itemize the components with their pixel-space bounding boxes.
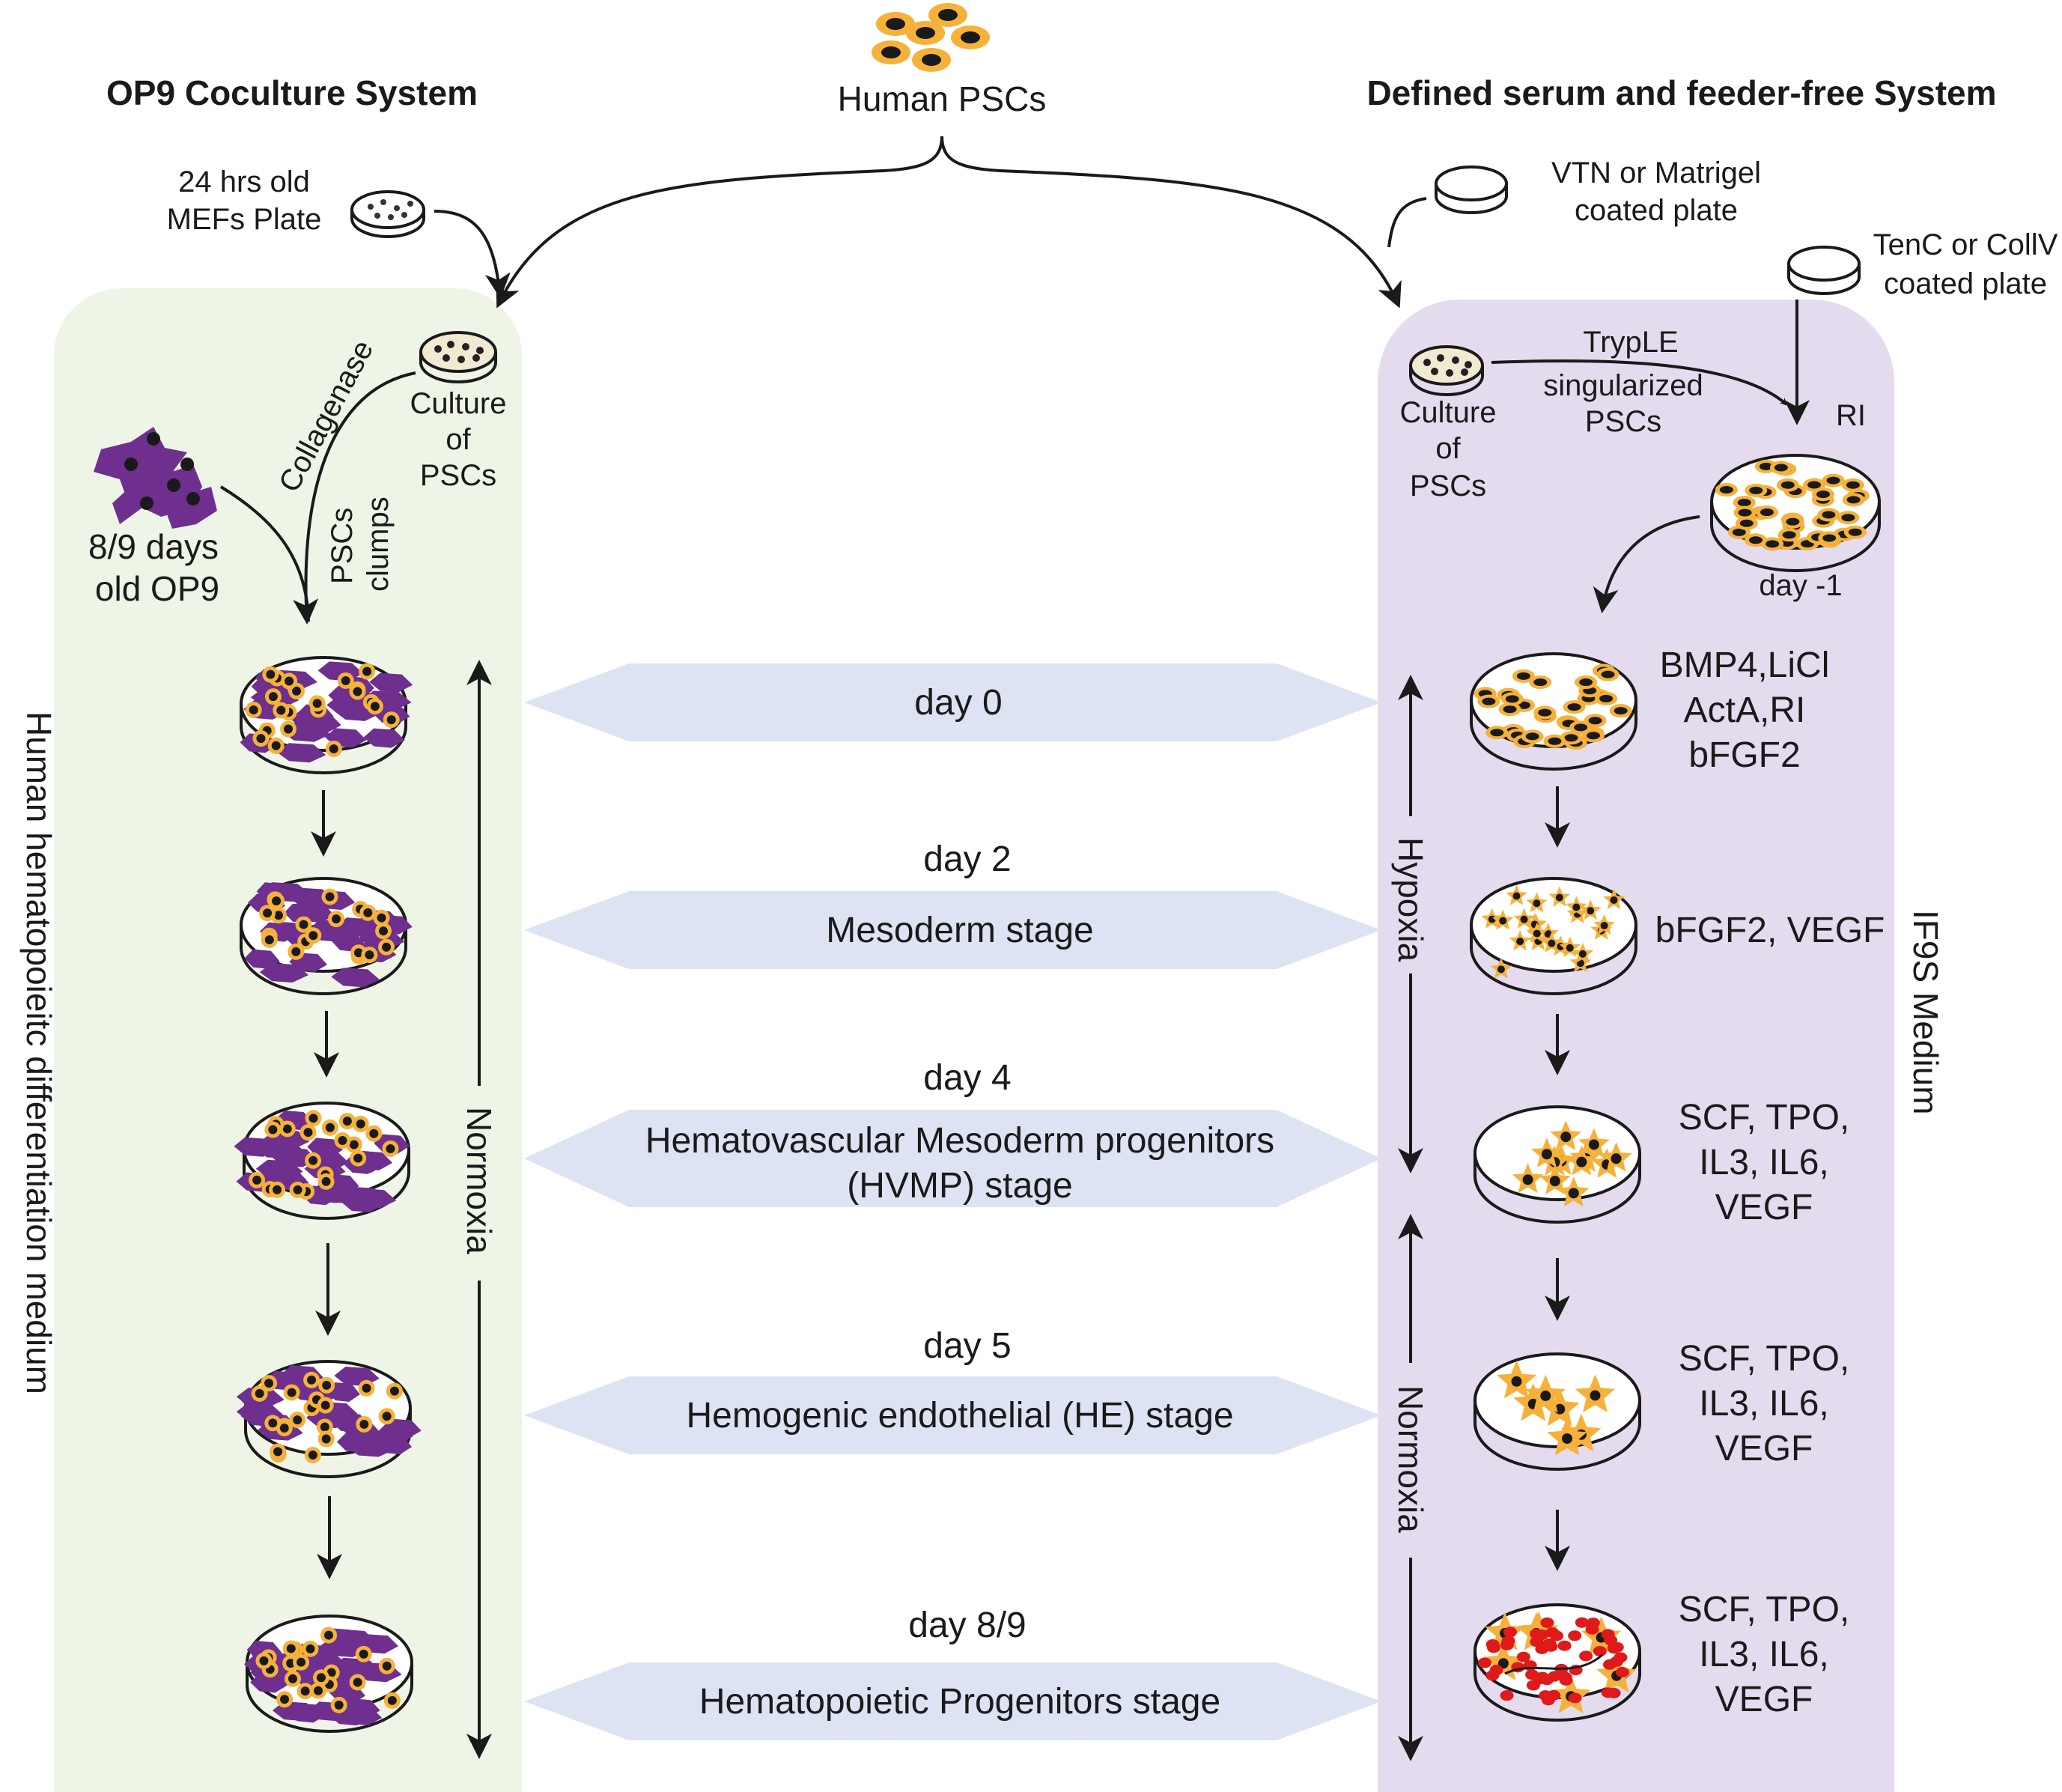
tryple-label-1: TrypLE <box>1583 326 1678 359</box>
right-side-label: IF9S Medium <box>1906 910 1945 1115</box>
clumps-label-2: clumps <box>362 496 395 592</box>
mefs-arrow <box>434 210 511 299</box>
right-dishes <box>1470 652 1641 1722</box>
right-culture-label-2: of <box>1435 432 1461 465</box>
factor-3-2: VEGF <box>1715 1429 1813 1468</box>
tryple-label-3: PSCs <box>1585 405 1661 438</box>
stage-day-1: day 2 <box>923 839 1011 879</box>
vtn-label-2: coated plate <box>1575 194 1738 227</box>
factor-1-0: bFGF2, VEGF <box>1655 911 1885 950</box>
day-minus1-label: day -1 <box>1759 569 1842 602</box>
op9-label-1: 8/9 days <box>88 527 219 566</box>
left-dishes <box>234 656 422 1733</box>
op9-arrow <box>219 485 310 622</box>
left-culture-dish-icon <box>419 331 497 383</box>
stage-bands: day 0 day 2 Mesoderm stage day 4 Hematovascu… <box>524 663 1381 1740</box>
right-culture-label-3: PSCs <box>1410 470 1486 502</box>
right-dish-3 <box>1473 1105 1641 1224</box>
left-normoxia-label: Normoxia <box>460 1107 499 1254</box>
right-dish-5 <box>1473 1603 1641 1722</box>
left-culture-label-3: PSCs <box>420 459 496 492</box>
left-dish-4 <box>236 1360 422 1478</box>
stage-name-3-0: Hemogenic endothelial (HE) stage <box>686 1396 1233 1436</box>
stage-name-2-0: Hematovascular Mesoderm progenitors <box>645 1121 1274 1161</box>
left-dish-5 <box>243 1615 413 1733</box>
factor-2-1: IL3, IL6, <box>1699 1143 1828 1182</box>
day-minus1-dish-icon <box>1710 454 1881 572</box>
stage-day-4: day 8/9 <box>908 1606 1026 1645</box>
right-culture-label-1: Culture <box>1400 396 1497 429</box>
stage-day-2: day 4 <box>923 1058 1011 1098</box>
stage-day-0: day 0 <box>914 683 1002 723</box>
factor-4-2: VEGF <box>1715 1680 1813 1719</box>
stage-band-3 <box>524 1376 1381 1454</box>
stage-name-2-1: (HVMP) stage <box>847 1166 1072 1206</box>
right-title: Defined serum and feeder-free System <box>1366 73 1996 112</box>
stage-band-2 <box>524 1110 1381 1207</box>
left-culture-label-2: of <box>445 423 471 456</box>
mefs-plate-icon <box>350 190 425 238</box>
left-title: OP9 Coculture System <box>106 73 478 112</box>
op9-cells-icon <box>94 427 217 529</box>
ri-label: RI <box>1836 399 1866 432</box>
left-dish-1 <box>240 656 413 774</box>
tryple-arrow <box>1491 359 1788 406</box>
brace-left-arrow <box>496 136 943 309</box>
factor-0-2: bFGF2 <box>1688 735 1800 775</box>
op9-label-2: old OP9 <box>95 569 219 608</box>
mefs-label-2: MEFs Plate <box>167 203 322 236</box>
factor-3-0: SCF, TPO, <box>1679 1339 1850 1379</box>
right-panel-bottom <box>1378 1348 1894 1792</box>
clumps-label-1: PSCs <box>326 508 359 584</box>
factor-4-0: SCF, TPO, <box>1679 1590 1850 1629</box>
day-minus1-arrow <box>1593 515 1700 613</box>
collagenase-arrow <box>293 371 416 625</box>
vtn-label-1: VTN or Matrigel <box>1551 157 1761 189</box>
stage-name-1-0: Mesoderm stage <box>826 911 1094 950</box>
tenc-plate-icon <box>1787 246 1861 295</box>
tenc-label-2: coated plate <box>1884 267 2047 300</box>
factor-2-2: VEGF <box>1715 1188 1813 1227</box>
stage-name-4-0: Hematopoietic Progenitors stage <box>699 1682 1220 1722</box>
left-side-label: Human hematopoieitc differentiation medi… <box>19 711 58 1394</box>
center-title: Human PSCs <box>838 79 1047 118</box>
factor-2-0: SCF, TPO, <box>1679 1098 1850 1138</box>
factor-3-1: IL3, IL6, <box>1699 1384 1828 1424</box>
mefs-label-1: 24 hrs old <box>178 165 310 198</box>
tryple-label-2: singularized <box>1543 369 1703 402</box>
factor-0-1: ActA,RI <box>1684 690 1806 730</box>
stage-band-4 <box>524 1662 1381 1740</box>
brace-right-arrow <box>940 136 1402 309</box>
stage-day-3: day 5 <box>923 1326 1011 1366</box>
right-normoxia-label: Normoxia <box>1391 1385 1430 1533</box>
right-dish-1 <box>1470 652 1637 771</box>
left-dish-3 <box>234 1102 410 1220</box>
tenc-label-1: TenC or CollV <box>1873 228 2058 261</box>
psc-cluster-icon <box>872 3 990 72</box>
left-dish-2 <box>240 877 413 995</box>
stage-band-0 <box>524 663 1381 741</box>
vtn-plate-icon <box>1435 165 1508 214</box>
hypoxia-label: Hypoxia <box>1391 837 1430 962</box>
left-culture-label-1: Culture <box>410 387 507 420</box>
vtn-arrow <box>1387 197 1427 248</box>
stage-band-1 <box>524 891 1381 969</box>
factor-4-1: IL3, IL6, <box>1699 1635 1828 1674</box>
factor-0-0: BMP4,LiCl <box>1660 646 1830 685</box>
right-culture-dish-icon <box>1409 345 1484 396</box>
right-dish-4 <box>1473 1352 1641 1471</box>
right-dish-2 <box>1470 877 1637 995</box>
